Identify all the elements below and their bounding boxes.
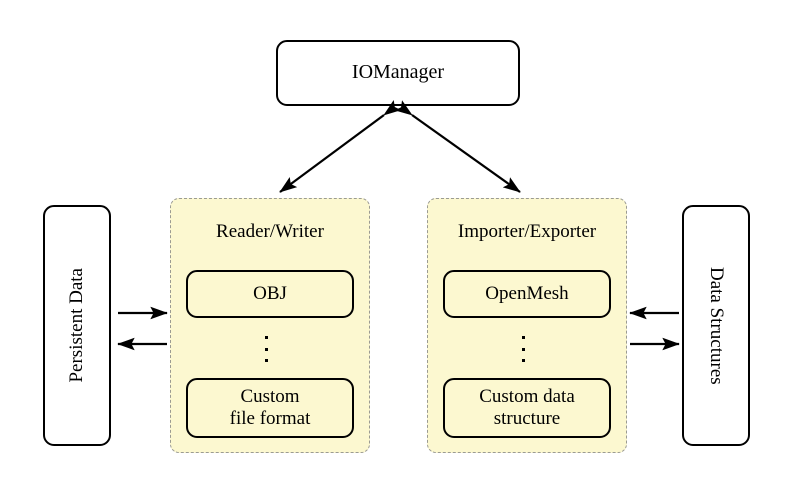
importer-exporter-ellipsis-icon <box>521 336 525 362</box>
item-obj[interactable]: OBJ <box>186 270 354 318</box>
item-openmesh[interactable]: OpenMesh <box>443 270 611 318</box>
group-reader-writer-title: Reader/Writer <box>216 221 324 242</box>
node-iomanager[interactable]: IOManager <box>276 40 520 106</box>
arrow-manager-reader-writer <box>279 100 402 193</box>
item-custom-data-structure-line2: structure <box>493 408 561 429</box>
node-data-structures[interactable]: Data Structures <box>682 205 750 446</box>
item-custom-file-format-line1: Custom <box>240 385 300 407</box>
item-openmesh-label: OpenMesh <box>485 282 569 304</box>
node-iomanager-label: IOManager <box>351 61 445 84</box>
node-persistent-data[interactable]: Persistent Data <box>43 205 111 446</box>
group-importer-exporter-title: Importer/Exporter <box>457 221 597 242</box>
node-persistent-data-label: Persistent Data <box>65 268 87 383</box>
item-custom-data-structure-line1: Custom data <box>479 385 575 407</box>
item-obj-label: OBJ <box>253 282 287 304</box>
item-custom-file-format-line2: file format <box>229 408 311 429</box>
item-custom-data-structure[interactable]: Custom data structure <box>443 378 611 438</box>
item-custom-file-format[interactable]: Custom file format <box>186 378 354 438</box>
node-data-structures-label: Data Structures <box>706 266 728 385</box>
arrow-manager-importer-exporter <box>394 100 521 193</box>
reader-writer-ellipsis-icon <box>264 336 268 362</box>
